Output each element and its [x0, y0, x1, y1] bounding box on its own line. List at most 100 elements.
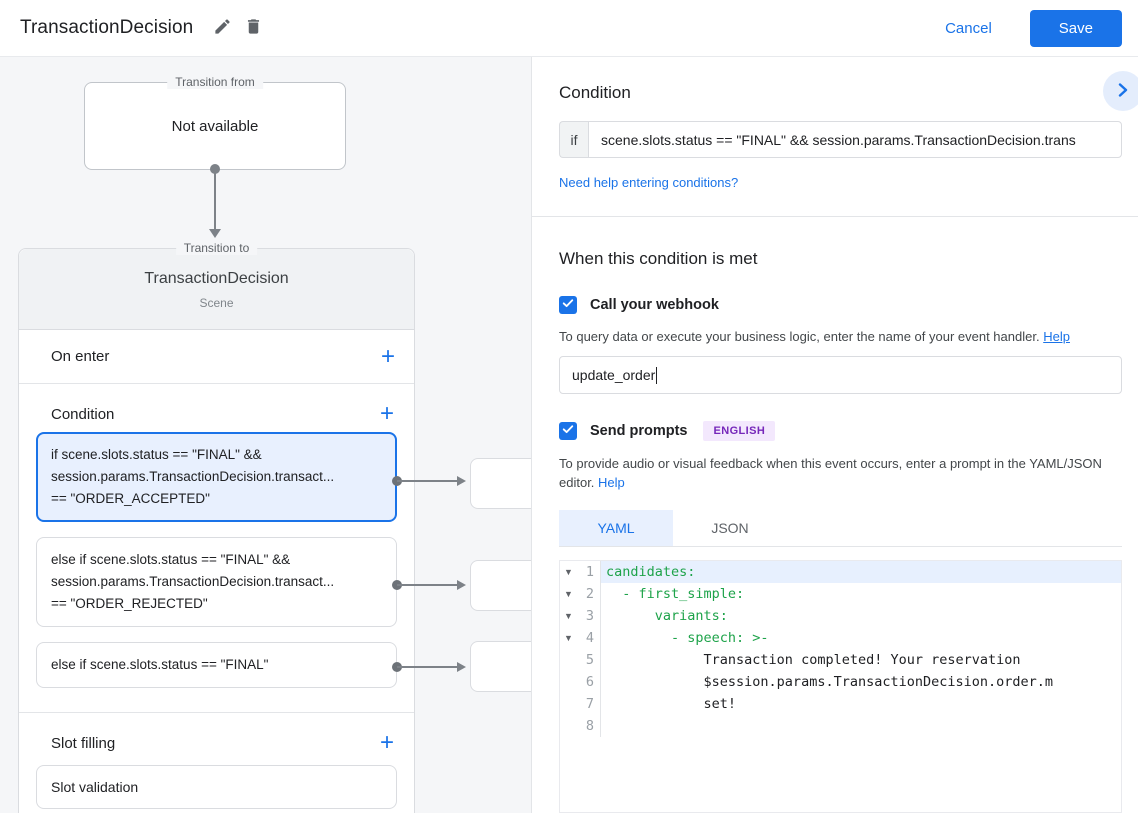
scene-type-label: Scene [199, 296, 234, 310]
connector-line [397, 584, 458, 586]
fold-arrow-icon[interactable]: ▼ [564, 589, 573, 599]
connector-line [397, 480, 458, 482]
prompts-helper-text: To provide audio or visual feedback when… [559, 454, 1119, 492]
slot-validation-card[interactable]: Slot validation [36, 765, 397, 809]
editor-line: 8 [560, 715, 1121, 737]
code-text[interactable]: set! [606, 696, 737, 712]
condition-card[interactable]: else if scene.slots.status == "FINAL" [36, 642, 397, 688]
transition-target-box[interactable] [470, 458, 531, 509]
editor-line: 7 set! [560, 693, 1121, 715]
on-enter-section: On enter + [19, 330, 414, 384]
fold-arrow-icon[interactable]: ▼ [564, 633, 573, 643]
line-number: 2 [577, 583, 601, 605]
code-text[interactable]: Transaction completed! Your reservation [606, 652, 1021, 668]
line-number: 4 [577, 627, 601, 649]
section-divider [532, 216, 1138, 217]
top-bar: TransactionDecision Cancel Save [0, 0, 1138, 57]
scene-card: Transition to TransactionDecision Scene … [18, 241, 415, 813]
line-number: 7 [577, 693, 601, 715]
fold-arrow-icon[interactable]: ▼ [564, 567, 573, 577]
call-webhook-checkbox[interactable] [559, 296, 577, 314]
delete-scene-button[interactable] [238, 11, 269, 45]
code-text[interactable]: candidates: [601, 561, 1121, 583]
webhook-handler-value: update_order [572, 367, 656, 383]
condition-expression-input[interactable]: scene.slots.status == "FINAL" && session… [588, 121, 1122, 158]
connector-line [397, 666, 458, 668]
scene-card-header: TransactionDecision Scene [19, 249, 414, 330]
condition-card[interactable]: else if scene.slots.status == "FINAL" &&… [36, 537, 397, 627]
condition-card-list: if scene.slots.status == "FINAL" && sess… [36, 432, 397, 688]
on-enter-label: On enter [51, 348, 110, 365]
editor-line: ▼ 4 - speech: >- [560, 627, 1121, 649]
cancel-button[interactable]: Cancel [945, 19, 992, 37]
webhook-helper-text: To query data or execute your business l… [559, 327, 1122, 346]
add-on-enter-button[interactable]: + [380, 342, 395, 370]
call-webhook-label: Call your webhook [590, 297, 719, 313]
editor-line: 6 $session.params.TransactionDecision.or… [560, 671, 1121, 693]
line-number: 3 [577, 605, 601, 627]
line-number: 6 [577, 671, 601, 693]
condition-card[interactable]: if scene.slots.status == "FINAL" && sess… [36, 432, 397, 522]
editor-format-tabs: YAML JSON [559, 510, 1122, 547]
transition-from-content: Not available [171, 117, 259, 135]
condition-expression-row: if scene.slots.status == "FINAL" && sess… [559, 121, 1122, 158]
chevron-right-icon [1117, 82, 1129, 100]
webhook-handler-input[interactable]: update_order [559, 356, 1122, 394]
webhook-helper-body: To query data or execute your business l… [559, 329, 1040, 344]
when-condition-met-title: When this condition is met [559, 249, 758, 268]
transition-target-box[interactable] [470, 641, 531, 692]
slot-filling-label: Slot filling [51, 734, 116, 752]
connector-arrowhead-icon [457, 580, 466, 590]
code-text[interactable]: - speech: >- [606, 630, 769, 646]
code-text[interactable]: variants: [606, 608, 728, 624]
send-prompts-label: Send prompts [590, 423, 688, 439]
transition-target-box[interactable] [470, 560, 531, 611]
connector-arrowhead-icon [209, 229, 221, 238]
collapse-panel-button[interactable] [1103, 71, 1138, 111]
trash-icon [244, 17, 263, 39]
connector-arrowhead-icon [457, 476, 466, 486]
text-cursor [656, 366, 658, 384]
fold-spacer [560, 671, 577, 693]
tab-yaml[interactable]: YAML [559, 510, 673, 546]
fold-arrow-icon[interactable]: ▼ [564, 611, 573, 621]
edit-title-button[interactable] [207, 11, 238, 45]
line-number: 8 [577, 715, 601, 737]
tab-json[interactable]: JSON [711, 520, 749, 536]
code-text[interactable] [601, 715, 1121, 737]
panel-title: Condition [559, 83, 631, 102]
line-number: 5 [577, 649, 601, 671]
line-number: 1 [577, 561, 601, 583]
add-condition-button[interactable]: + [379, 400, 394, 427]
language-badge: ENGLISH [703, 421, 776, 441]
save-button[interactable]: Save [1029, 9, 1122, 47]
code-text[interactable]: $session.params.TransactionDecision.orde… [606, 674, 1054, 690]
editor-line: ▼ 3 variants: [560, 605, 1121, 627]
slot-filling-section: Slot filling + Slot validation [19, 713, 414, 809]
send-prompts-checkbox[interactable] [559, 422, 577, 440]
conditions-help-link[interactable]: Need help entering conditions? [559, 175, 739, 190]
code-text[interactable]: - first_simple: [606, 586, 745, 602]
add-slot-button[interactable]: + [379, 729, 394, 756]
if-prefix-label: if [559, 121, 588, 158]
connector-arrowhead-icon [457, 662, 466, 672]
prompts-helper-body: To provide audio or visual feedback when… [559, 456, 1102, 490]
checkmark-icon [561, 422, 575, 441]
page-title: TransactionDecision [20, 17, 194, 38]
condition-detail-panel: Condition if scene.slots.status == "FINA… [531, 57, 1138, 813]
scene-name: TransactionDecision [144, 270, 289, 287]
checkmark-icon [561, 296, 575, 315]
pencil-icon [213, 17, 232, 39]
connector-line [214, 169, 216, 230]
prompts-help-link[interactable]: Help [598, 475, 625, 490]
transition-from-box: Transition from Not available [84, 75, 346, 170]
condition-section: Condition + if scene.slots.status == "FI… [19, 384, 414, 713]
scene-diagram-canvas: Transition from Not available Transition… [0, 57, 531, 813]
webhook-help-link[interactable]: Help [1043, 329, 1070, 344]
fold-spacer [560, 693, 577, 715]
transition-from-legend: Transition from [167, 75, 263, 89]
fold-spacer [560, 649, 577, 671]
